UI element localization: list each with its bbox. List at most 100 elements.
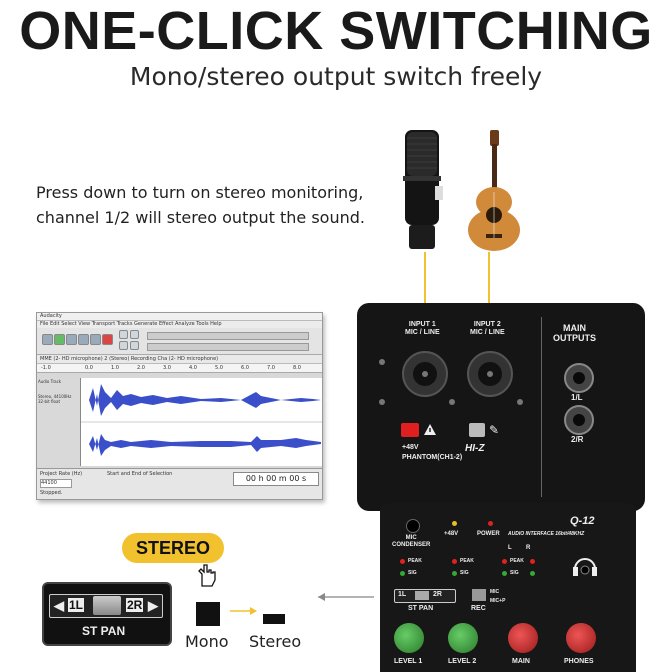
closeup-switch-track[interactable]: ◀ 1L 2R ▶ [49, 594, 163, 618]
hand-pointer-icon [198, 564, 216, 587]
pause-icon[interactable] [42, 334, 53, 345]
main-knob[interactable] [508, 623, 538, 653]
stop-icon[interactable] [66, 334, 77, 345]
track-control-panel[interactable]: Audio Track Stereo, 44100Hz 32-bit float [37, 378, 81, 466]
level-1-label: LEVEL 1 [394, 658, 423, 665]
ruler-tick: -1.0 [41, 365, 51, 371]
output-1l-jack[interactable] [564, 363, 594, 393]
ruler-tick: 7.0 [267, 365, 275, 371]
audacity-toolbar [37, 328, 322, 355]
playback-meter[interactable] [147, 343, 309, 351]
st-pan-2r: 2R [433, 591, 442, 598]
selection-tool-icon[interactable] [119, 330, 128, 339]
ruler-tick: 0.0 [85, 365, 93, 371]
phantom-power-button[interactable] [401, 423, 419, 437]
input-1-label: INPUT 1 MIC / LINE [405, 321, 440, 336]
skip-end-icon[interactable] [90, 334, 101, 345]
audio-interface-label: AUDIO INTERFACE 16bit/48KHZ [508, 531, 585, 537]
audacity-ruler: -1.0 0.0 1.0 2.0 3.0 4.0 5.0 6.0 7.0 8.0 [37, 364, 322, 373]
st-pan-switch[interactable]: 1L 2R [394, 589, 456, 603]
description-line-2: channel 1/2 will stereo output the sound… [36, 208, 365, 227]
output-2r-label: 2/R [571, 435, 584, 444]
mic-condenser-label: MIC CONDENSER [392, 535, 431, 548]
draw-tool-icon[interactable] [130, 341, 139, 350]
ruler-tick: 1.0 [111, 365, 119, 371]
audio-track[interactable]: Audio Track Stereo, 44100Hz 32-bit float [37, 378, 322, 466]
sig-label-2: SIG [460, 570, 469, 576]
mono-label: Mono [185, 632, 229, 651]
hi-z-label: HI-Z [465, 443, 485, 454]
status-text: Stopped. [40, 490, 63, 496]
audacity-status-bar: Project Rate (Hz) 44100 Start and End of… [37, 468, 322, 499]
skip-start-icon[interactable] [78, 334, 89, 345]
headphones-icon [573, 558, 597, 576]
guitar-icon: ✎ [489, 423, 500, 437]
peak-led-2 [452, 559, 457, 564]
sig-label-1: SIG [408, 570, 417, 576]
phones-knob[interactable] [566, 623, 596, 653]
ruler-tick: 2.0 [137, 365, 145, 371]
phones-label: PHONES [564, 658, 594, 665]
description: Press down to turn on stereo monitoring,… [36, 180, 365, 230]
record-icon[interactable] [102, 334, 113, 345]
ruler-tick: 6.0 [241, 365, 249, 371]
ruler-tick: 5.0 [215, 365, 223, 371]
zoom-tool-icon[interactable] [119, 341, 128, 350]
closeup-1l: 1L [68, 598, 85, 612]
main-label: MAIN [512, 658, 530, 665]
envelope-tool-icon[interactable] [130, 330, 139, 339]
st-pan-1l: 1L [398, 591, 407, 598]
output-1l-label: 1/L [571, 393, 583, 402]
input-2-label: INPUT 2 MIC / LINE [470, 321, 505, 336]
warning-icon [424, 424, 436, 435]
play-icon[interactable] [54, 334, 65, 345]
record-meter[interactable] [147, 332, 309, 340]
input-1-combo-jack[interactable] [402, 351, 448, 397]
selection-label: Start and End of Selection [107, 471, 173, 477]
48v-led [452, 521, 457, 526]
time-display[interactable]: 00 h 00 m 00 s [233, 472, 319, 486]
power-led [488, 521, 493, 526]
audacity-device-row: MME (2- HD microphone) 2 (Stereo) Record… [37, 355, 322, 364]
model-label: Q-12 [570, 515, 595, 527]
level-2-knob[interactable] [448, 623, 478, 653]
ruler-tick: 8.0 [293, 365, 301, 371]
input-2-combo-jack[interactable] [467, 351, 513, 397]
panel-divider [541, 317, 542, 497]
hi-z-button[interactable] [469, 423, 485, 437]
screw [379, 359, 385, 365]
peak-led-1 [400, 559, 405, 564]
headline: ONE-CLICK SWITCHING [19, 1, 653, 61]
closeup-2r: 2R [126, 598, 144, 612]
track-name: Audio Track [38, 379, 62, 384]
level-1-knob[interactable] [394, 623, 424, 653]
sig-led-l [502, 571, 507, 576]
output-2r-jack[interactable] [564, 405, 594, 435]
ruler-tick: 4.0 [189, 365, 197, 371]
closeup-left-arrow-icon: ◀ [54, 598, 64, 613]
audacity-menu: File Edit Select View Transport Tracks G… [37, 321, 322, 328]
audacity-title: Audacity [37, 313, 322, 321]
meter-r-label: R [526, 545, 531, 551]
st-pan-label: ST PAN [408, 605, 434, 612]
level-2-label: LEVEL 2 [448, 658, 477, 665]
microphone-image [403, 130, 443, 249]
rec-switch[interactable] [472, 589, 486, 601]
phantom-voltage-label: +48V [402, 444, 419, 451]
sig-led-r [530, 571, 535, 576]
sig-led-1 [400, 571, 405, 576]
peak-label-2: PEAK [460, 558, 474, 564]
st-pan-slider[interactable] [415, 591, 429, 600]
main-outputs-label: MAIN OUTPUTS [553, 323, 597, 343]
rec-mic-label: MIC [490, 589, 500, 595]
mic-condenser-capsule [406, 519, 420, 533]
subheadline: Mono/stereo output switch freely [129, 62, 543, 91]
waveform[interactable] [81, 378, 322, 466]
phantom-label: PHANTOM(CH1-2) [402, 454, 463, 461]
project-rate-select[interactable]: 44100 [40, 479, 72, 488]
48v-led-label: +48V [444, 531, 459, 537]
closeup-right-arrow-icon: ▶ [148, 598, 158, 613]
ruler-tick: 3.0 [163, 365, 171, 371]
closeup-slider[interactable] [93, 596, 121, 615]
rec-micp-label: MIC+P [490, 598, 506, 604]
